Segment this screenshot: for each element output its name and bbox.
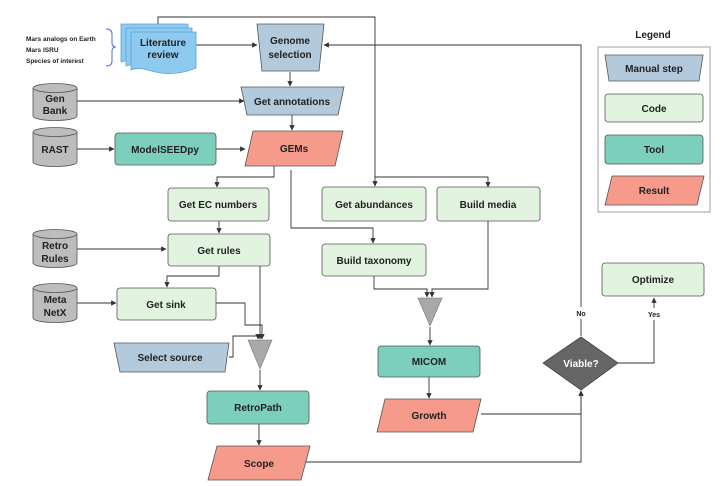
select-source-node: Select source xyxy=(113,342,230,373)
get-sink-node: Get sink xyxy=(116,287,217,321)
edge-label-yes: Yes xyxy=(648,312,660,319)
build-taxonomy-node: Build taxonomy xyxy=(321,243,427,277)
retropath-label: RetroPath xyxy=(234,403,282,414)
edge-gems-ec xyxy=(214,166,275,188)
edge-growth-viable xyxy=(481,390,584,415)
genbank-label-2: Bank xyxy=(43,106,68,117)
growth-label: Growth xyxy=(412,411,447,422)
note-mars-isru: Mars ISRU xyxy=(26,47,59,54)
get-abundances-node: Get abundances xyxy=(321,186,427,222)
rast-label: RAST xyxy=(41,145,68,156)
micom-node: MICOM xyxy=(377,345,481,378)
get-sink-label: Get sink xyxy=(146,300,186,311)
get-rules-node: Get rules xyxy=(167,233,271,267)
genome-selection-node: Genome selection xyxy=(256,23,325,72)
genbank-label-1: Gen xyxy=(45,94,64,105)
edge-gems-media xyxy=(375,176,491,188)
retrorules-database: Retro Rules xyxy=(32,229,78,268)
retropath-node: RetroPath xyxy=(206,390,310,425)
modelseedpy-label: ModelSEEDpy xyxy=(131,145,199,156)
legend: Legend Manual step Code Tool Result xyxy=(597,30,711,213)
edge-scope-viable xyxy=(304,390,584,463)
legend-title: Legend xyxy=(635,30,671,41)
edges xyxy=(77,16,657,463)
retrorules-label-2: Rules xyxy=(41,254,69,265)
build-taxonomy-label: Build taxonomy xyxy=(336,256,411,267)
edge-viable-optimize-yes xyxy=(618,297,657,364)
merge-triangle-micom xyxy=(417,297,443,327)
literature-label-2: review xyxy=(147,50,178,61)
literature-review-node: Literature review xyxy=(120,23,197,74)
get-abundances-label: Get abundances xyxy=(335,200,413,211)
gems-label: GEMs xyxy=(280,144,309,155)
optimize-node: Optimize xyxy=(601,262,705,297)
edge-sink-merge xyxy=(215,302,265,340)
select-source-label: Select source xyxy=(137,353,202,364)
metanetx-label-2: NetX xyxy=(44,308,67,319)
rast-database: RAST xyxy=(32,127,78,167)
gems-node: GEMs xyxy=(244,130,344,167)
get-annotations-label: Get annotations xyxy=(254,97,331,108)
get-annotations-node: Get annotations xyxy=(240,86,345,116)
genome-selection-label-1: Genome xyxy=(270,36,310,47)
edge-media-merge2 xyxy=(429,221,489,298)
micom-label: MICOM xyxy=(412,357,446,368)
retrorules-label-1: Retro xyxy=(42,241,68,252)
edge-label-no: No xyxy=(576,311,585,318)
edge-taxonomy-merge2 xyxy=(373,276,430,298)
note-mars-analogs: Mars analogs on Earth xyxy=(26,36,96,43)
modelseedpy-node: ModelSEEDpy xyxy=(114,132,217,166)
genome-selection-label-2: selection xyxy=(268,50,311,61)
viable-label: Viable? xyxy=(563,359,598,370)
edge-gems-taxonomy xyxy=(290,170,376,244)
edge-top-loop xyxy=(157,16,378,187)
legend-result-swatch xyxy=(604,175,705,206)
literature-notes: Mars analogs on Earth Mars ISRU Species … xyxy=(26,28,117,67)
edge-viable-genome-no xyxy=(323,42,582,336)
legend-result-label: Result xyxy=(639,186,670,197)
legend-tool-label: Tool xyxy=(644,145,665,156)
legend-code-label: Code xyxy=(642,104,667,115)
get-ec-numbers-node: Get EC numbers xyxy=(167,187,270,222)
edge-source-merge xyxy=(229,334,261,358)
viable-decision-node: Viable? xyxy=(542,336,619,391)
get-ec-numbers-label: Get EC numbers xyxy=(179,200,258,211)
literature-label-1: Literature xyxy=(140,38,187,49)
build-media-label: Build media xyxy=(460,200,517,211)
metanetx-label-1: Meta xyxy=(44,295,67,306)
legend-manual-label: Manual step xyxy=(625,64,683,75)
genbank-database: Gen Bank xyxy=(32,83,78,121)
legend-code-swatch xyxy=(604,93,704,123)
edge-rules-sink xyxy=(164,266,220,288)
note-species: Species of interest xyxy=(26,58,85,65)
optimize-label: Optimize xyxy=(632,275,675,286)
yes-label-bg xyxy=(644,308,664,320)
no-label-bg xyxy=(570,307,592,319)
build-media-node: Build media xyxy=(436,186,541,222)
growth-node: Growth xyxy=(376,398,482,433)
merge-triangle-retropath xyxy=(247,339,273,370)
metanetx-database: Meta NetX xyxy=(32,283,78,323)
scope-node: Scope xyxy=(207,445,311,481)
legend-manual-swatch xyxy=(604,54,704,82)
legend-tool-swatch xyxy=(604,134,704,165)
get-rules-label: Get rules xyxy=(197,246,241,257)
scope-label: Scope xyxy=(244,459,274,470)
